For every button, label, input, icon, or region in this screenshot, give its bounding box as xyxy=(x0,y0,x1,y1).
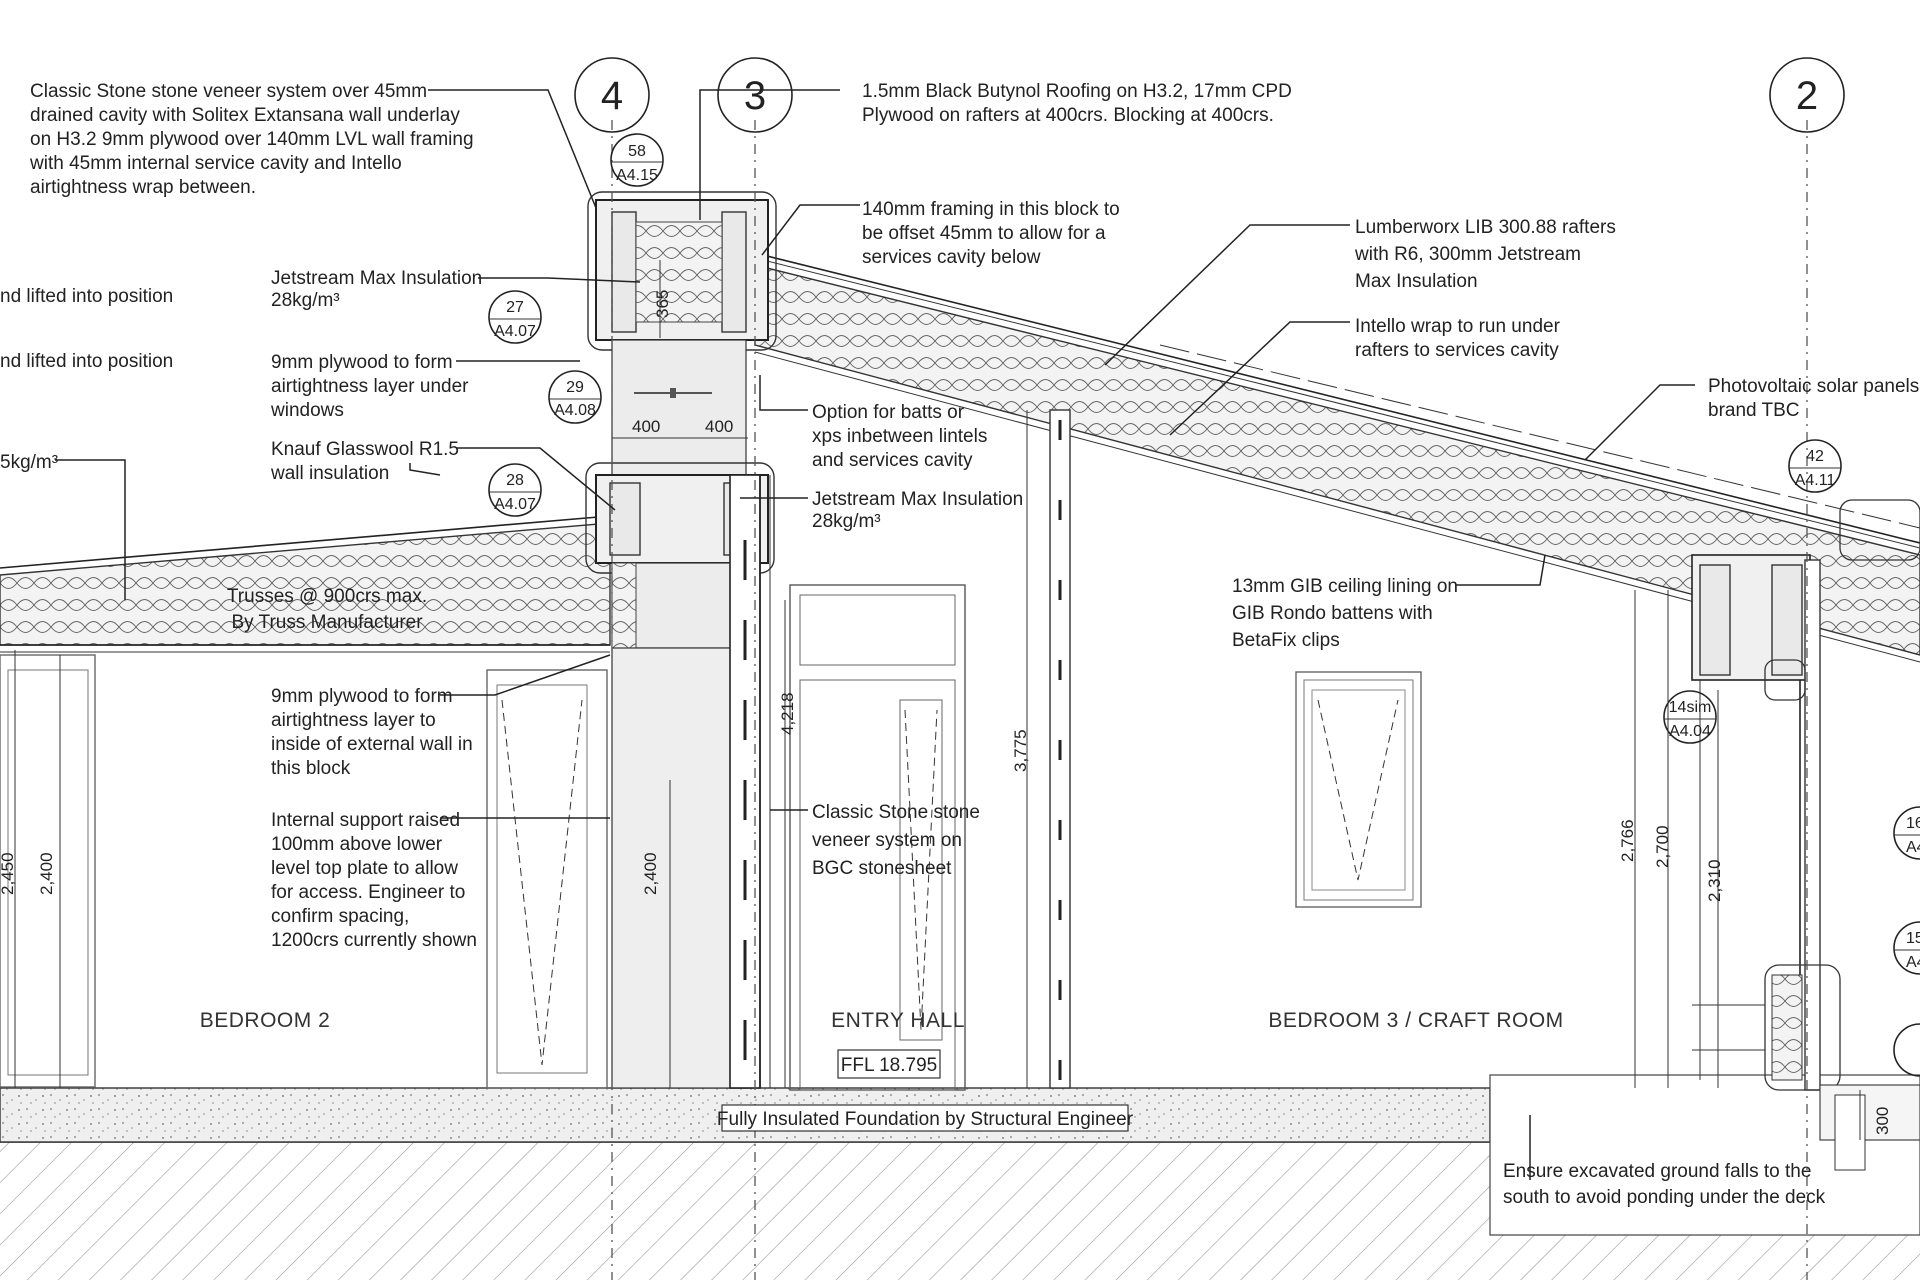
dim-400b: 400 xyxy=(705,417,733,436)
callout-stone-veneer-wall: Classic Stone stone veneer system over 4… xyxy=(29,81,474,198)
dim-2450: 2,450 xyxy=(0,852,17,895)
svg-text:14sim: 14sim xyxy=(1669,699,1712,716)
room-entry-hall: ENTRY HALL xyxy=(831,1009,965,1032)
svg-text:2: 2 xyxy=(1796,74,1818,118)
dim-2310: 2,310 xyxy=(1705,859,1724,902)
internal-wall xyxy=(611,647,747,1089)
svg-text:A4.04: A4.04 xyxy=(1669,723,1711,740)
dim-2700: 2,700 xyxy=(1653,825,1672,868)
svg-text:A4.07: A4.07 xyxy=(494,323,536,340)
room-bedroom-3: BEDROOM 3 / CRAFT ROOM xyxy=(1268,1009,1563,1032)
ffl-level: FFL 18.795 xyxy=(841,1055,937,1076)
svg-text:58: 58 xyxy=(628,143,646,160)
detail-ref-16[interactable]: 16 A4 xyxy=(1893,806,1920,860)
svg-text:A4: A4 xyxy=(1906,954,1920,971)
gridline-2: 2 xyxy=(1769,57,1845,133)
svg-text:15: 15 xyxy=(1906,930,1920,947)
svg-text:A4.08: A4.08 xyxy=(554,402,596,419)
detail-ref-27[interactable]: 27 A4.07 xyxy=(488,290,542,344)
room-bedroom-2: BEDROOM 2 xyxy=(200,1009,331,1032)
callout-trusses: Trusses @ 900crs max.By Truss Manufactur… xyxy=(227,586,427,633)
detail-ref-58[interactable]: 58 A4.15 xyxy=(610,133,664,187)
svg-text:A4.11: A4.11 xyxy=(1795,472,1836,489)
leader-lines xyxy=(55,89,1695,1180)
bedroom3-window xyxy=(1295,671,1422,908)
dim-365: 365 xyxy=(653,290,672,318)
svg-text:27: 27 xyxy=(506,299,524,316)
callout-lifted-2: nd lifted into position xyxy=(0,351,173,372)
callout-solar-panels: Photovoltaic solar panels,brand TBC xyxy=(1708,376,1920,421)
dim-3775: 3,775 xyxy=(1011,729,1030,772)
gridline-3: 3 xyxy=(717,57,793,133)
dim-4218: 4,218 xyxy=(778,692,797,735)
bedroom2-window xyxy=(486,669,608,1089)
detail-ref-14sim[interactable]: 14sim A4.04 xyxy=(1663,690,1717,744)
callout-lifted-1: nd lifted into position xyxy=(0,286,173,307)
detail-ref-29[interactable]: 29 A4.08 xyxy=(548,370,602,424)
callout-density: 5kg/m³ xyxy=(0,452,58,473)
svg-text:28: 28 xyxy=(506,472,524,489)
svg-text:A4.07: A4.07 xyxy=(494,496,536,513)
dimension-lines xyxy=(14,260,1861,1140)
svg-text:16: 16 xyxy=(1906,815,1920,832)
svg-text:A4: A4 xyxy=(1906,839,1920,856)
svg-text:A4.15: A4.15 xyxy=(616,167,658,184)
svg-text:42: 42 xyxy=(1806,448,1824,465)
dim-2400-left: 2,400 xyxy=(37,852,56,895)
dim-2766: 2,766 xyxy=(1618,819,1637,862)
detail-ref-15[interactable]: 15 A4 xyxy=(1893,921,1920,975)
dim-400a: 400 xyxy=(632,417,660,436)
detail-ref-42[interactable]: 42 A4.11 xyxy=(1788,439,1842,493)
gridline-4: 4 xyxy=(574,57,650,133)
dim-300: 300 xyxy=(1873,1107,1892,1135)
svg-text:29: 29 xyxy=(566,379,584,396)
svg-text:4: 4 xyxy=(601,74,623,118)
svg-text:3: 3 xyxy=(744,74,766,118)
dim-2400-mid: 2,400 xyxy=(641,852,660,895)
detail-ref-28[interactable]: 28 A4.07 xyxy=(488,463,542,517)
callout-butynol-roof: 1.5mm Black Butynol Roofing on H3.2, 17m… xyxy=(862,81,1292,126)
callout-foundation: Fully Insulated Foundation by Structural… xyxy=(717,1109,1134,1130)
